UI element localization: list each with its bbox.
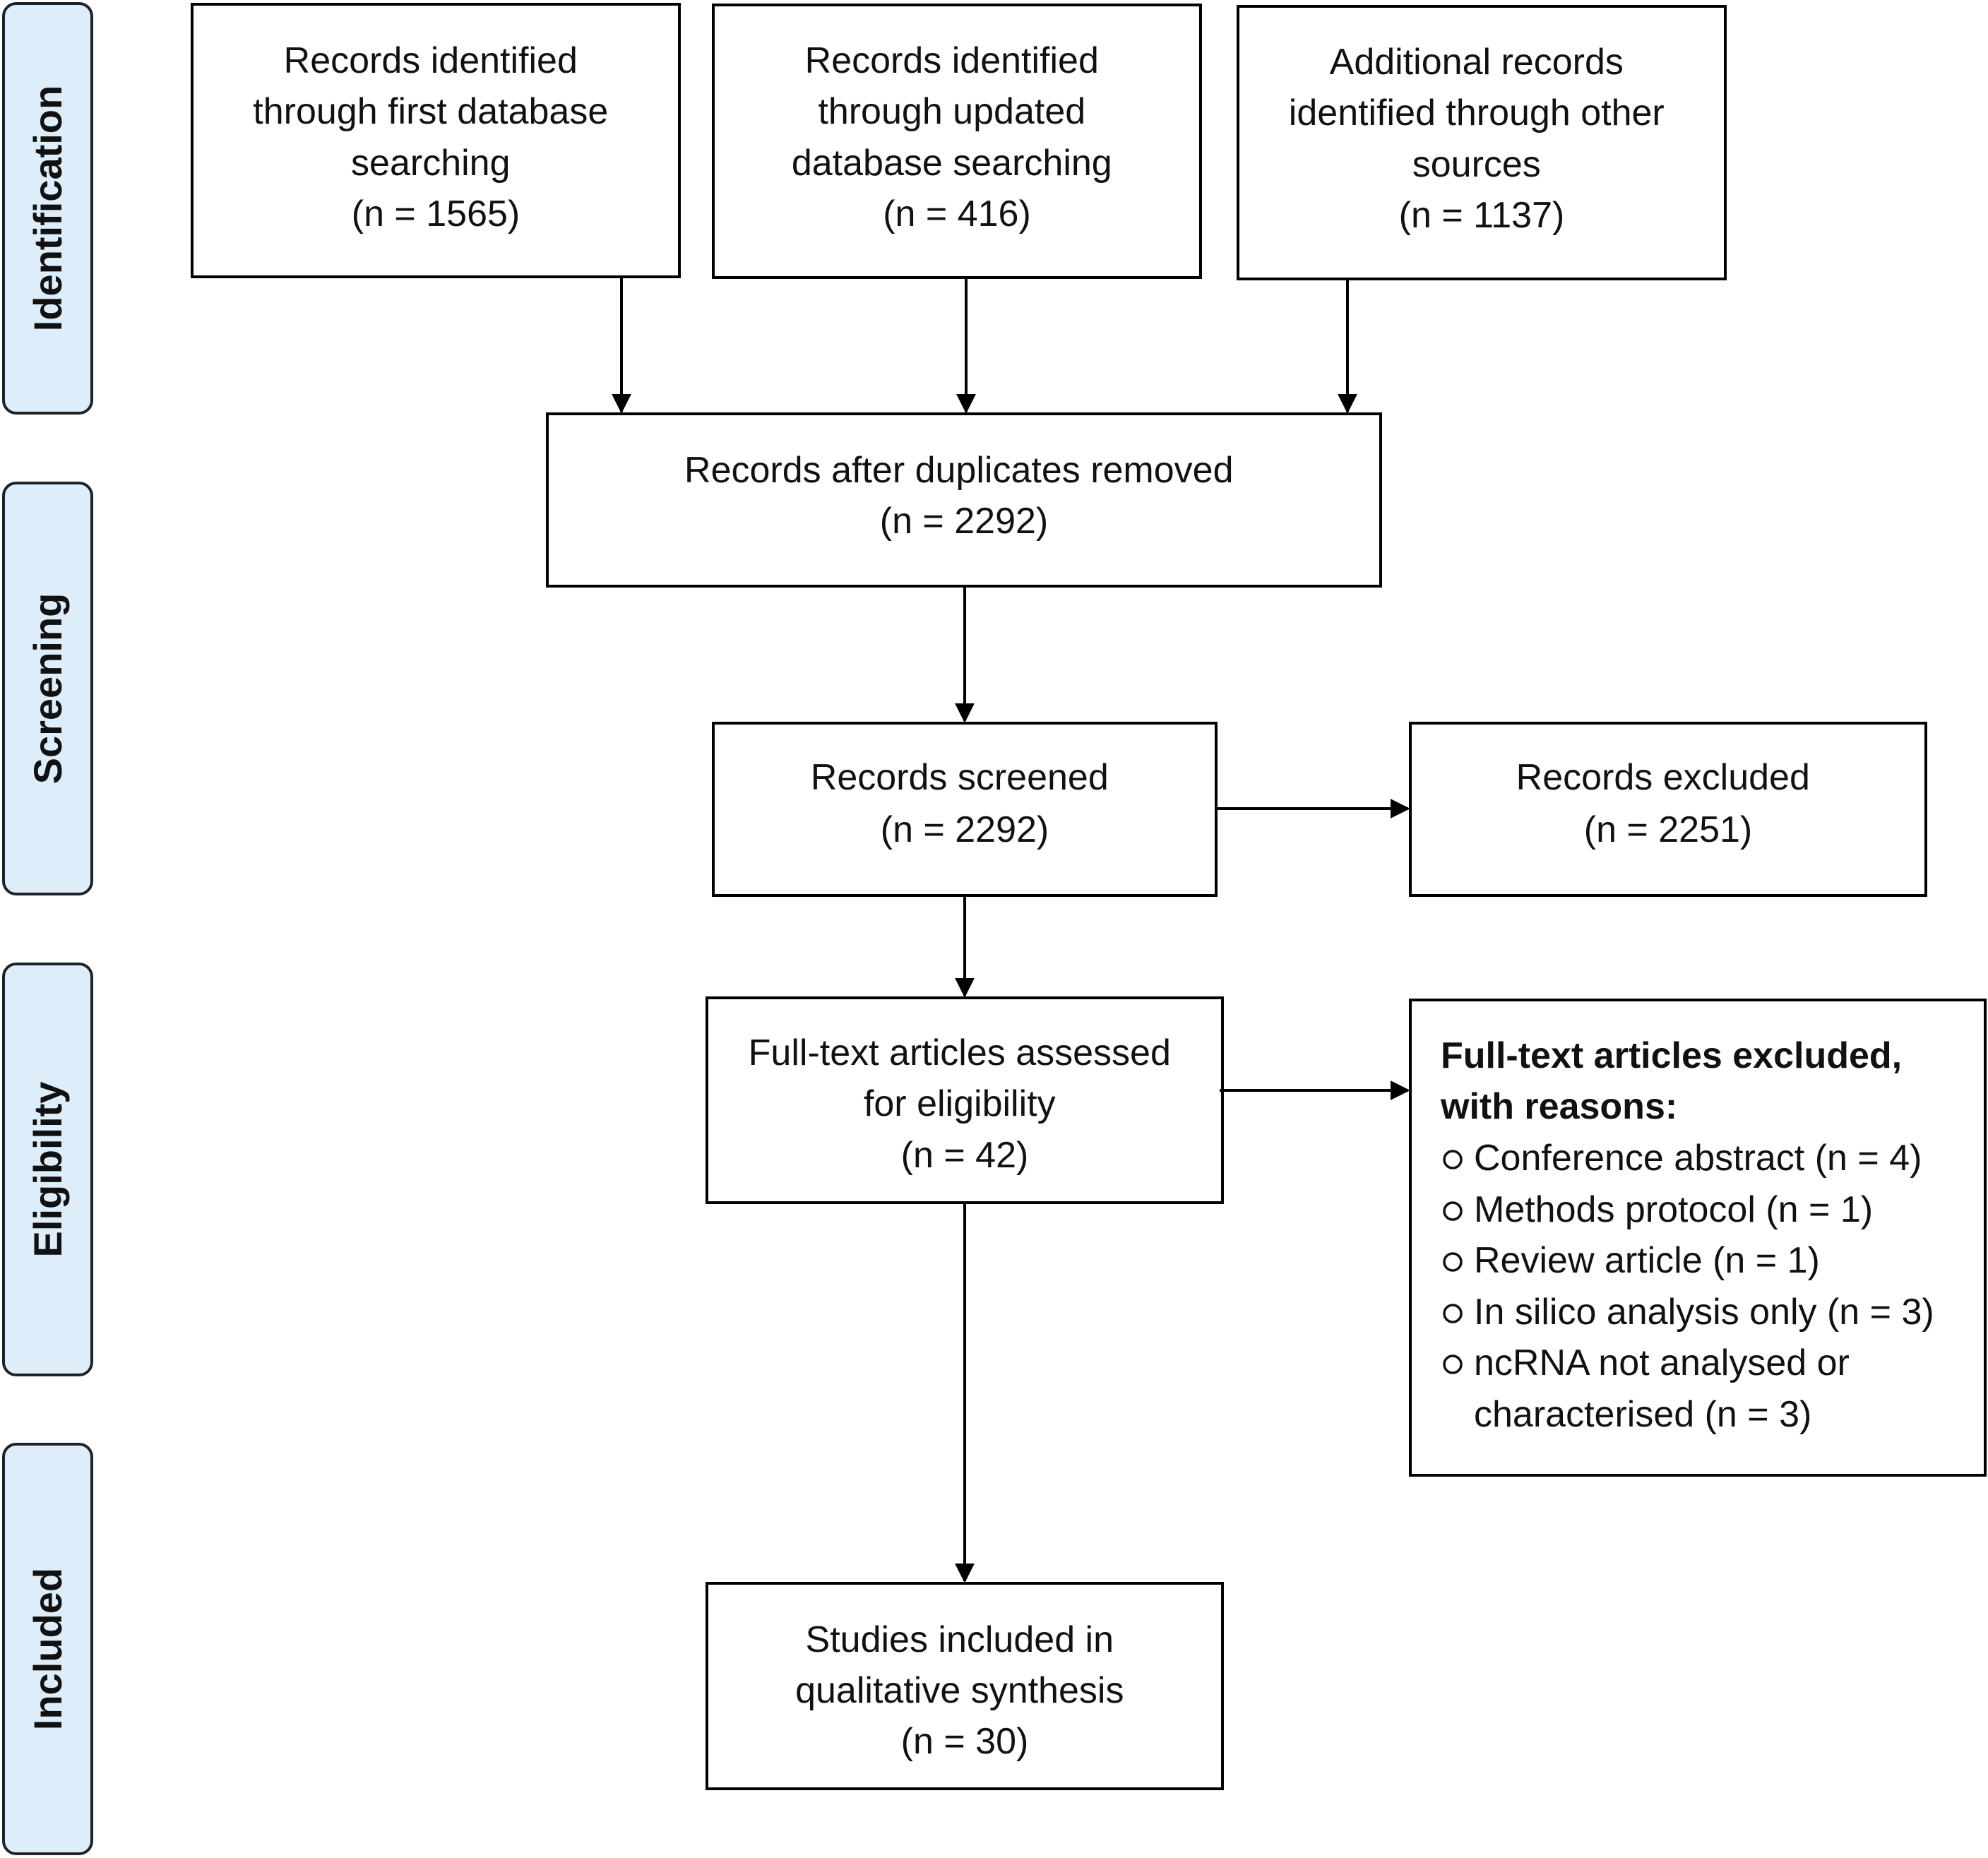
box-line: database searching bbox=[792, 143, 1112, 184]
box-studies-included: Studies included in qualitative synthesi… bbox=[706, 1582, 1224, 1790]
box-line: Records excluded bbox=[1516, 757, 1810, 798]
stage-screening: Screening bbox=[2, 482, 93, 895]
box-line: sources bbox=[1412, 144, 1541, 185]
box-first-database-text: Records identified through first databas… bbox=[253, 40, 618, 234]
box-line: (n = 1137) bbox=[1399, 195, 1565, 236]
exclusion-reason: ncRNA not analysed or bbox=[1474, 1342, 1850, 1383]
box-studies-included-text: Studies included in qualitative synthesi… bbox=[795, 1619, 1134, 1762]
stage-identification: Identification bbox=[2, 2, 93, 415]
box-line: searching bbox=[351, 143, 510, 184]
box-other-sources-text: Additional records identified through ot… bbox=[1289, 42, 1674, 236]
box-line: (n = 2292) bbox=[880, 501, 1049, 542]
box-fulltext-assessed-text: Full-text articles assessed for eligibil… bbox=[749, 1032, 1182, 1176]
stage-label-included: Included bbox=[25, 1568, 70, 1730]
heading-line: with reasons: bbox=[1440, 1086, 1677, 1127]
box-updated-database-text: Records identified through updated datab… bbox=[792, 40, 1122, 234]
box-line: Records identified bbox=[805, 40, 1099, 81]
exclusion-reason: In silico analysis only (n = 3) bbox=[1474, 1292, 1934, 1333]
box-line: (n = 42) bbox=[901, 1135, 1029, 1176]
box-line: (n = 30) bbox=[901, 1721, 1029, 1762]
box-line: (n = 2292) bbox=[881, 809, 1049, 850]
box-line: Additional records bbox=[1330, 42, 1624, 83]
stage-label-identification: Identification bbox=[25, 85, 70, 331]
exclusion-reason: Review article (n = 1) bbox=[1474, 1240, 1820, 1281]
box-updated-database-search: Records identified through updated datab… bbox=[712, 4, 1202, 279]
box-fulltext-excluded: Full-text articles excluded, with reason… bbox=[1409, 999, 1987, 1477]
stage-included: Included bbox=[2, 1443, 93, 1855]
stage-eligibility: Eligibility bbox=[2, 963, 93, 1376]
bullet-circle-icon bbox=[1443, 1150, 1463, 1169]
box-line: through first database bbox=[253, 91, 608, 132]
box-fulltext-excluded-heading: Full-text articles excluded, with reason… bbox=[1440, 1035, 1912, 1127]
exclusion-reason: Conference abstract (n = 4) bbox=[1474, 1138, 1922, 1179]
box-records-excluded: Records excluded (n = 2251) bbox=[1409, 722, 1927, 897]
box-duplicates-removed: Records after duplicates removed (n = 22… bbox=[546, 412, 1382, 588]
box-records-screened-text: Records screened (n = 2292) bbox=[811, 757, 1119, 850]
box-line: Studies included in bbox=[806, 1619, 1114, 1660]
box-other-sources: Additional records identified through ot… bbox=[1237, 5, 1727, 280]
box-first-database-search: Records identified through first databas… bbox=[191, 3, 681, 278]
box-records-screened: Records screened (n = 2292) bbox=[712, 722, 1218, 897]
box-fulltext-assessed: Full-text articles assessed for eligibil… bbox=[706, 996, 1224, 1204]
stage-label-eligibility: Eligibility bbox=[25, 1082, 70, 1258]
box-duplicates-removed-text: Records after duplicates removed (n = 22… bbox=[684, 450, 1244, 542]
bullet-circle-icon bbox=[1443, 1304, 1463, 1323]
bullet-circle-icon bbox=[1443, 1201, 1463, 1221]
box-line: (n = 416) bbox=[883, 193, 1031, 234]
box-line: qualitative synthesis bbox=[795, 1670, 1124, 1711]
exclusion-reason: Methods protocol (n = 1) bbox=[1474, 1189, 1873, 1230]
box-line: for eligibility bbox=[864, 1083, 1056, 1124]
heading-line: Full-text articles excluded, bbox=[1441, 1035, 1902, 1076]
box-line: (n = 1565) bbox=[352, 193, 520, 234]
box-line: identified through other bbox=[1289, 93, 1665, 133]
bullet-circle-icon bbox=[1443, 1252, 1463, 1272]
box-line: Records after duplicates removed bbox=[684, 450, 1234, 491]
box-line: through updated bbox=[818, 91, 1085, 132]
box-line: (n = 2251) bbox=[1584, 809, 1753, 850]
box-line: Full-text articles assessed bbox=[749, 1032, 1171, 1073]
box-line: Records identified bbox=[284, 40, 578, 81]
stage-label-screening: Screening bbox=[25, 593, 70, 785]
box-line: Records screened bbox=[811, 757, 1109, 798]
box-records-excluded-text: Records excluded (n = 2251) bbox=[1516, 757, 1821, 850]
bullet-circle-icon bbox=[1443, 1354, 1463, 1374]
exclusion-reason-continuation: characterised (n = 3) bbox=[1474, 1394, 1811, 1435]
